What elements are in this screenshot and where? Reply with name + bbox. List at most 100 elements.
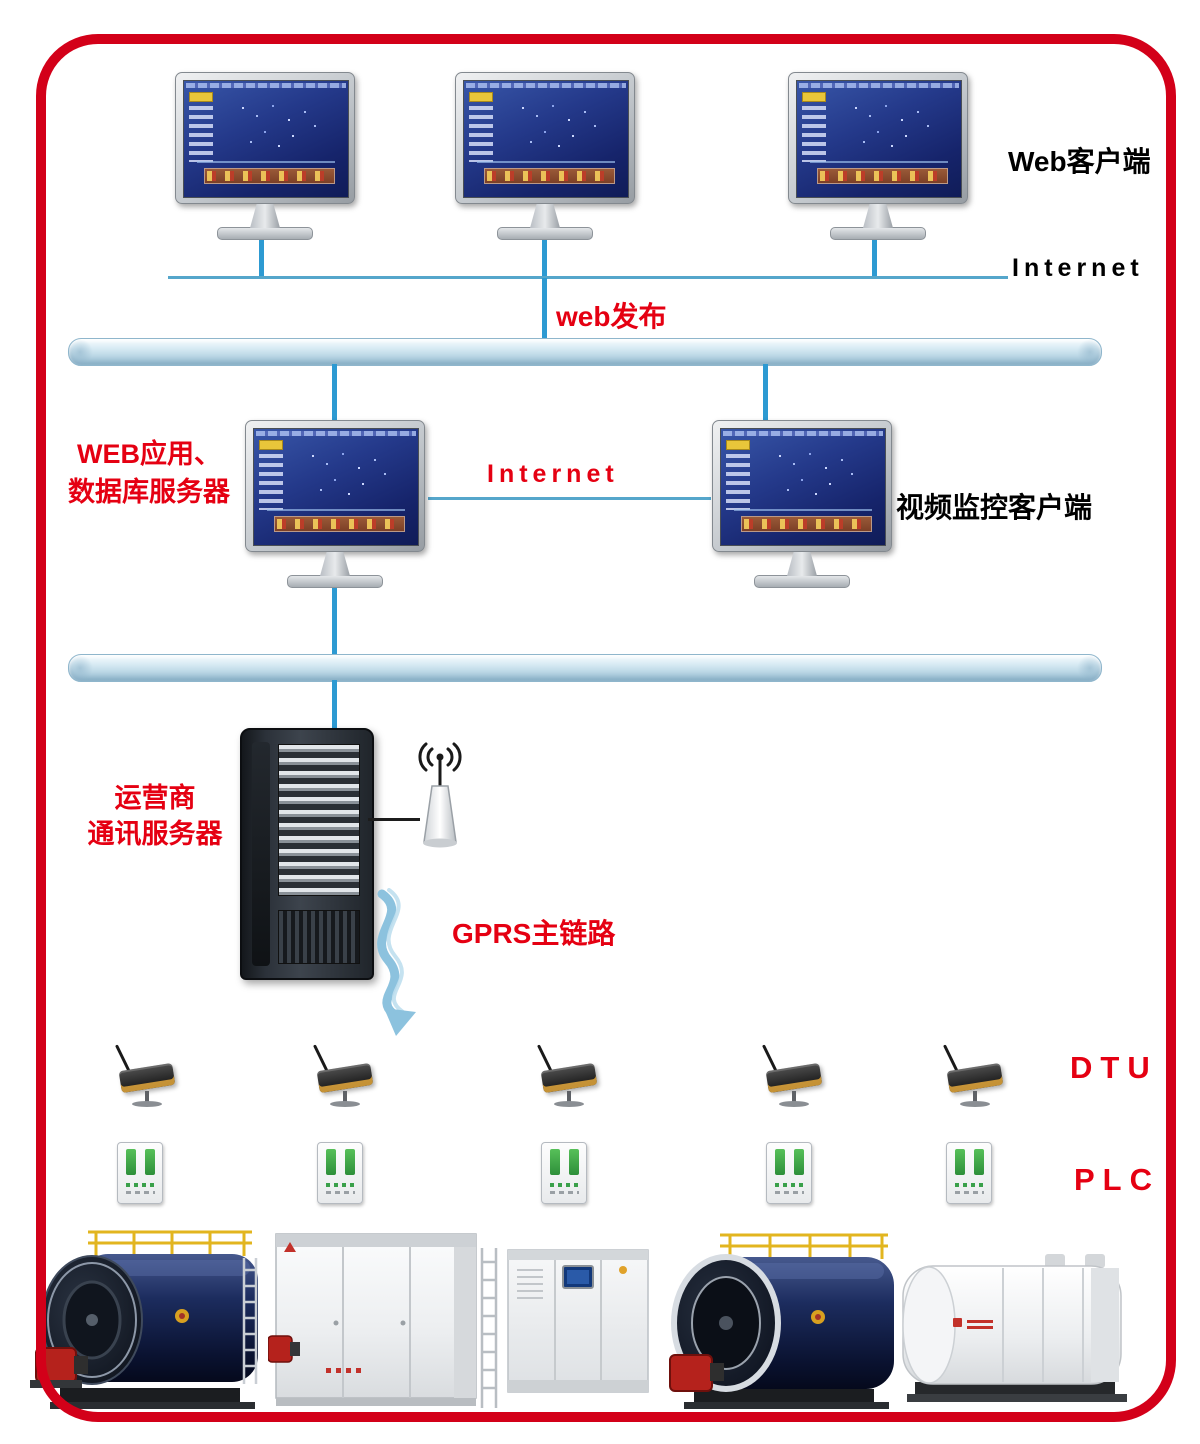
monitor-stand [863,204,893,228]
dtu-antenna [115,1044,131,1073]
server-rack-slots [278,744,360,896]
monitor-web-app-db-server [245,420,425,588]
dtu-device-4 [755,1042,839,1114]
network-bus-bottom [67,654,1103,682]
monitor-frame [245,420,425,552]
screen-banner [483,168,615,184]
connector-monitor3 [872,238,877,278]
rack-antenna-line [368,818,420,821]
dtu-device-1 [108,1042,192,1114]
dtu-antenna [537,1044,553,1073]
monitor-frame [788,72,968,204]
screen-menubar [799,83,959,88]
monitor-screen [720,428,886,546]
dtu-antenna [943,1044,959,1073]
connector-rack [332,680,337,730]
dtu-stand [567,1091,571,1102]
connector-server-down [332,586,337,656]
antenna-icon [418,742,462,848]
screen-line [477,161,615,163]
web-client-label: Web客户端 [1008,146,1151,177]
plc-label: PLC [1074,1162,1160,1197]
screen-button [726,440,750,450]
web-publish-label: web发布 [556,301,667,332]
monitor-video-client [712,420,892,588]
operator-server-label-line1: 运营商 [114,783,196,813]
internet-line-middle [428,497,711,500]
connector-monitor1 [259,238,264,278]
dtu-antenna [313,1044,329,1073]
plc-device-1 [117,1142,163,1204]
connector-webapp-server [332,364,337,422]
boiler-4-image [669,1233,894,1409]
dtu-stand [343,1091,347,1102]
dtu-stand [145,1091,149,1102]
screen-line [197,161,335,163]
screen-sidebar [259,454,283,510]
monitor-stand [787,552,817,576]
plc-device-5 [946,1142,992,1204]
monitor-stand [530,204,560,228]
screen-line [267,509,405,511]
monitor-stand [320,552,350,576]
screen-network-dots [522,107,524,109]
boiler-5-image [902,1254,1127,1402]
plc-device-3 [541,1142,587,1204]
dtu-base [132,1101,162,1107]
plc-device-4 [766,1142,812,1204]
monitor-frame [455,72,635,204]
monitor-web-client-2 [455,72,635,240]
monitor-base [217,227,313,240]
screen-banner [203,168,335,184]
plc-indicators [550,1183,579,1194]
screen-network-dots [312,455,314,457]
screen-sidebar [726,454,750,510]
plc-indicators [326,1183,355,1194]
screen-banner [273,516,405,532]
monitor-screen [796,80,962,198]
monitor-base [497,227,593,240]
internet-middle-label: Internet [487,460,619,488]
dtu-stand [792,1091,796,1102]
screen-sidebar [802,106,826,162]
dtu-base [330,1101,360,1107]
connector-video-client [763,364,768,422]
screen-menubar [256,431,416,436]
dtu-stand [973,1091,977,1102]
screen-sidebar [469,106,493,162]
dtu-device-5 [936,1042,1020,1114]
server-rack-vent [278,910,360,964]
screen-banner [816,168,948,184]
gprs-link-label: GPRS主链路 [452,918,616,949]
dtu-base [554,1101,584,1107]
connector-web-publish [542,278,547,340]
monitor-base [754,575,850,588]
monitor-base [287,575,383,588]
internet-line-top [168,276,1008,279]
screen-line [734,509,872,511]
plc-device-2 [317,1142,363,1204]
plc-indicators [955,1183,984,1194]
screen-network-dots [855,107,857,109]
screen-network-dots [242,107,244,109]
dtu-label: DTU [1070,1050,1158,1085]
monitor-base [830,227,926,240]
monitor-screen [463,80,629,198]
monitor-stand [250,204,280,228]
screen-button [259,440,283,450]
gprs-wave-arrow [377,888,416,1036]
network-bus-top [67,338,1103,366]
plc-indicators [775,1183,804,1194]
monitor-frame [175,72,355,204]
screen-menubar [186,83,346,88]
screen-banner [740,516,872,532]
screen-menubar [466,83,626,88]
monitor-frame [712,420,892,552]
video-client-label: 视频监控客户端 [896,492,1093,523]
monitor-web-client-1 [175,72,355,240]
boiler-1-image [30,1230,258,1409]
operator-server-label-line2: 通讯服务器 [87,819,223,849]
screen-button [189,92,213,102]
boiler-3-image [507,1249,649,1393]
